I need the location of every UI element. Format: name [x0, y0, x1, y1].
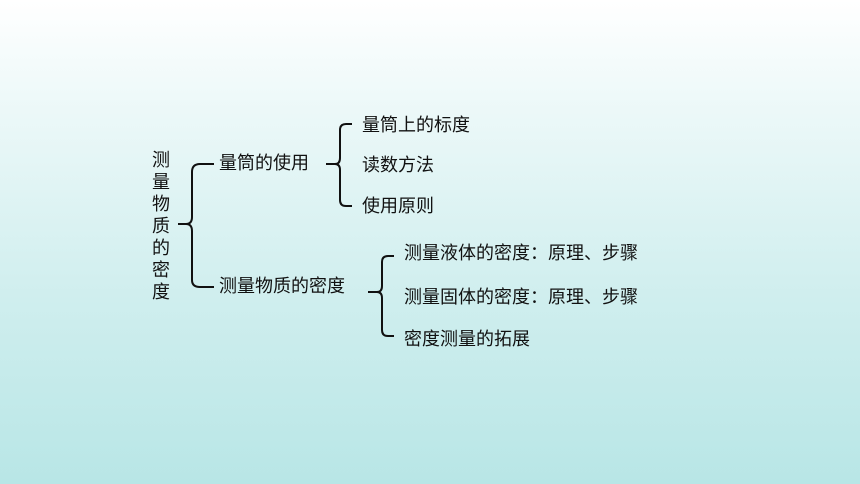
- leaf-liquid-density: 测量液体的密度：原理、步骤: [404, 243, 638, 264]
- branch1-bracket: [326, 123, 352, 207]
- branch2-bracket: [368, 255, 394, 337]
- leaf-usage-principle: 使用原则: [362, 196, 434, 217]
- leaf-solid-density: 测量固体的密度：原理、步骤: [404, 287, 638, 308]
- leaf-cylinder-scale: 量筒上的标度: [362, 115, 470, 136]
- branch-label-measuring-cylinder: 量筒的使用: [219, 153, 309, 174]
- leaf-density-extension: 密度测量的拓展: [404, 329, 530, 350]
- root-bracket: [178, 163, 214, 288]
- leaf-reading-method: 读数方法: [362, 155, 434, 176]
- branch-label-measure-density: 测量物质的密度: [219, 276, 345, 297]
- root-topic: 测量物质的密度: [149, 150, 170, 304]
